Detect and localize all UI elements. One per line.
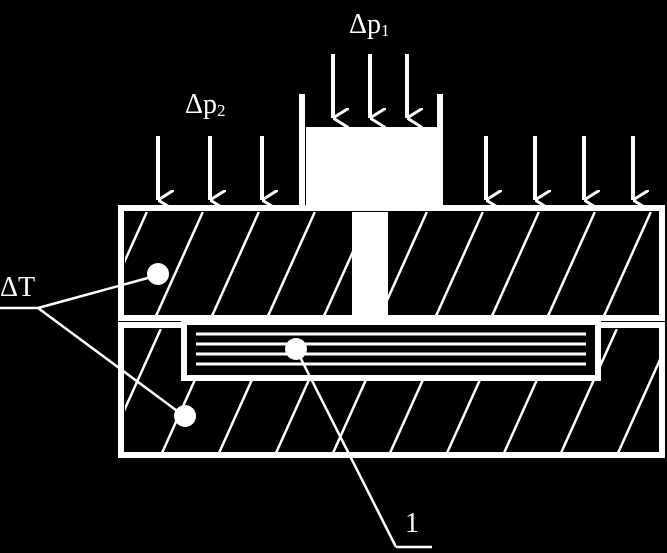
hatch-line	[490, 212, 540, 316]
lower-block	[118, 322, 665, 458]
label-dp1: Δp1	[349, 9, 390, 40]
hatch-line	[125, 329, 162, 412]
temperature-sensor-upper	[147, 263, 169, 285]
hatch-line	[125, 212, 148, 264]
hatch-line	[559, 329, 618, 453]
hatch-line	[210, 212, 260, 316]
pressure-channel	[352, 212, 388, 316]
temperature-leaders	[0, 274, 185, 418]
part-1-leader	[294, 348, 432, 549]
arrows-dp2	[156, 136, 633, 200]
hatch-line	[546, 212, 596, 316]
hatch-line	[602, 212, 652, 316]
hatch-line	[434, 212, 484, 316]
sensing-element	[181, 319, 601, 381]
arrows-dp1	[331, 54, 407, 118]
label-part-1: 1	[405, 508, 419, 539]
label-dT: ΔT	[0, 272, 35, 303]
piston-cup	[299, 94, 443, 208]
label-dp2: Δp2	[185, 89, 226, 120]
hatch-line	[616, 352, 662, 453]
temperature-sensor-lower	[174, 405, 196, 427]
hatch-line	[154, 212, 204, 316]
hatch-line	[266, 212, 316, 316]
